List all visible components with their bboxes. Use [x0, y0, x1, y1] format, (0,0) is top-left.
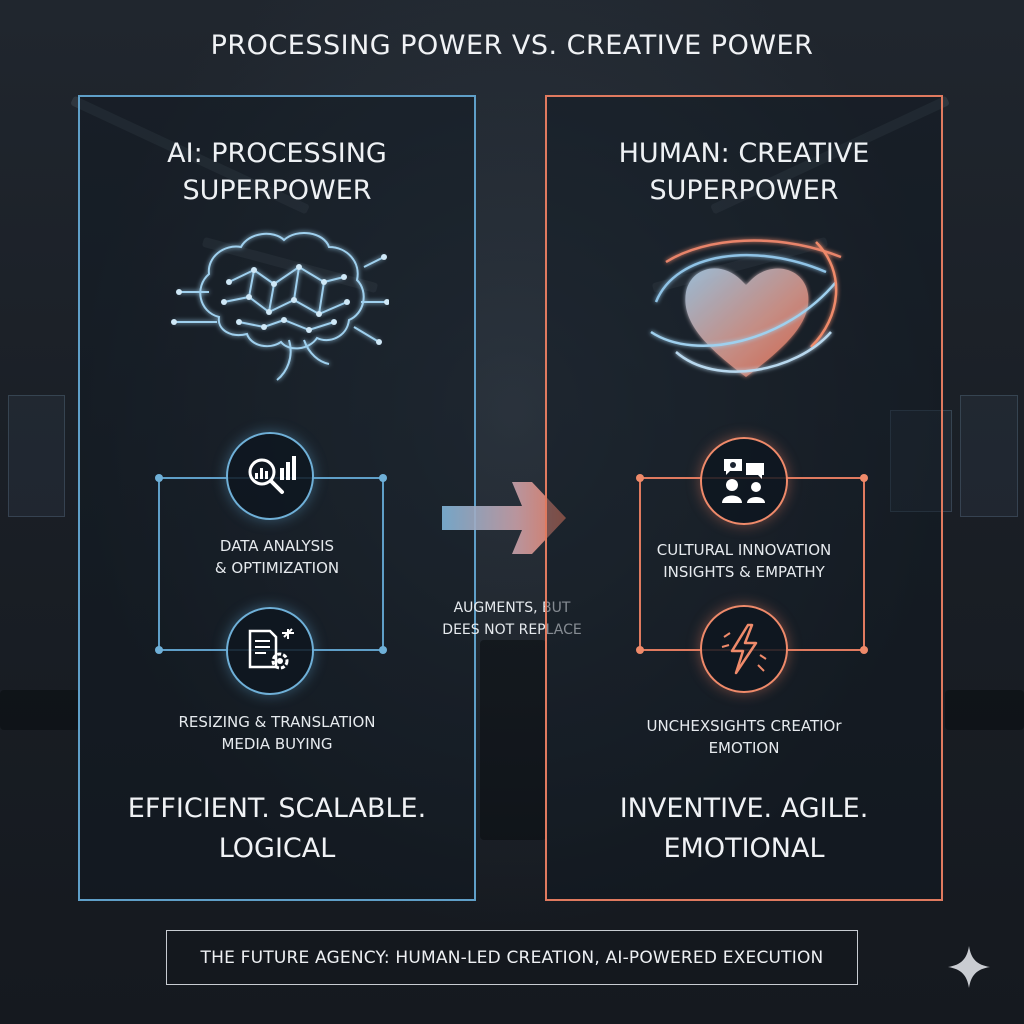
human-panel-title-line1: HUMAN: CREATIVE [618, 138, 870, 169]
right-arrow-icon [442, 482, 566, 554]
ai-feature-2-label: RESIZING & TRANSLATION MEDIA BUYING [80, 711, 474, 755]
ai-feature-1-line1: DATA ANALYSIS [219, 537, 335, 555]
ai-feature-1-label: DATA ANALYSIS & OPTIMIZATION [80, 535, 474, 579]
people-ideas-icon [700, 437, 788, 525]
human-feature-2-label: UNCHEXSIGHTS CREATIOr EMOTION [547, 715, 941, 759]
human-panel-title-line2: SUPERPOWER [649, 175, 839, 206]
center-note-line1: AUGMENTS, BUT [453, 600, 571, 616]
swirling-heart-icon [650, 239, 842, 377]
human-traits-line2: EMOTIONAL [663, 833, 825, 864]
page-title: PROCESSING POWER VS. CREATIVE POWER [210, 30, 814, 61]
ai-feature-2-line1: RESIZING & TRANSLATION [178, 713, 376, 731]
ai-traits: EFFICIENT. SCALABLE. LOGICAL [80, 789, 474, 869]
human-feature-1-line2: INSIGHTS & EMPATHY [663, 563, 825, 581]
human-feature-2-line1: UNCHEXSIGHTS CREATIOr [646, 717, 842, 735]
human-feature-2-line2: EMOTION [708, 739, 780, 757]
human-panel: HUMAN: CREATIVE SUPERPOWER [545, 95, 943, 901]
ai-panel-title: AI: PROCESSING SUPERPOWER [80, 135, 474, 209]
human-traits: INVENTIVE. AGILE. EMOTIONAL [547, 789, 941, 869]
human-feature-1-label: CULTURAL INNOVATION INSIGHTS & EMPATHY [547, 539, 941, 583]
document-gear-icon [226, 607, 314, 695]
human-traits-line1: INVENTIVE. AGILE. [619, 793, 869, 824]
human-panel-title: HUMAN: CREATIVE SUPERPOWER [547, 135, 941, 209]
sparkle-icon [948, 946, 990, 988]
ai-panel-title-line2: SUPERPOWER [182, 175, 372, 206]
ai-traits-line1: EFFICIENT. SCALABLE. [127, 793, 427, 824]
magnifier-chart-icon [226, 432, 314, 520]
ai-feature-1-line2: & OPTIMIZATION [214, 559, 340, 577]
circuit-brain-icon [171, 231, 389, 381]
human-feature-1-line1: CULTURAL INNOVATION [656, 541, 832, 559]
lightning-bolt-icon [700, 605, 788, 693]
footer-banner: THE FUTURE AGENCY: HUMAN-LED CREATION, A… [166, 930, 858, 985]
ai-feature-2-line2: MEDIA BUYING [221, 735, 333, 753]
ai-panel-title-line1: AI: PROCESSING [167, 138, 387, 169]
ai-panel: AI: PROCESSING SUPERPOWER [78, 95, 476, 901]
ai-traits-line2: LOGICAL [218, 833, 336, 864]
